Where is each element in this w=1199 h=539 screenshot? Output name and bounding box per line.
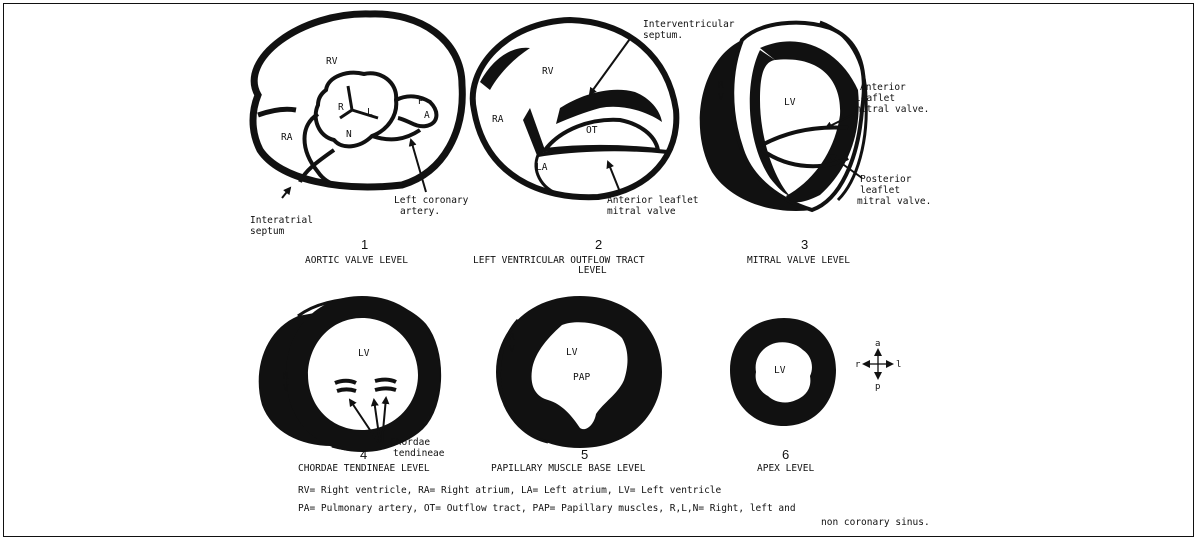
panel-3-mitral-valve: R V LV Anterior leaflet mitral valve. Po…	[700, 22, 932, 266]
panel-4-chordae-tendineae: R V LV Chordae tendineae 4 CHORDAE TENDI…	[259, 296, 445, 474]
p4-ann-ct-1: Chordae	[390, 437, 430, 448]
p3-ann-ant-3: mitral valve.	[855, 104, 929, 115]
p2-ann-ivs-1: Interventricular	[643, 19, 735, 30]
panel-1-aortic-valve: RV RA R L N P A Left coronary artery. In…	[250, 14, 469, 266]
orient-label-r: r	[855, 360, 861, 370]
p1-label-a: A	[424, 110, 430, 121]
p3-label-r: R	[718, 80, 724, 91]
p5-caption: PAPILLARY MUSCLE BASE LEVEL	[491, 463, 646, 474]
p1-rv-septum-line	[258, 109, 296, 115]
p1-ann-left-coronary-2: artery.	[400, 206, 440, 217]
p1-label-rv: RV	[326, 56, 338, 67]
p2-outflow-tract	[545, 120, 658, 150]
p1-ann-interatrial-1: Interatrial	[250, 215, 313, 226]
p3-label-v: V	[718, 92, 724, 103]
p1-ann-left-coronary-1: Left coronary	[394, 195, 469, 206]
p1-pulmonary-artery	[396, 96, 436, 126]
abbreviation-legend: RV= Right ventricle, RA= Right atrium, L…	[298, 485, 930, 528]
p2-septum-left-wedge	[523, 108, 545, 158]
p6-caption: APEX LEVEL	[757, 463, 814, 474]
p3-ann-post-3: mitral valve.	[857, 196, 931, 207]
legend-line-3: non coronary sinus.	[821, 517, 930, 528]
p1-ann-interatrial-2: septum	[250, 226, 285, 237]
p3-ann-ant-2: leaflet	[855, 93, 895, 104]
p4-label-r: R	[283, 371, 289, 382]
p2-label-ot: OT	[586, 125, 598, 136]
p2-label-ra: RA	[492, 114, 504, 125]
p1-aortic-root	[316, 73, 397, 147]
p4-label-lv: LV	[358, 348, 370, 359]
p1-caption: AORTIC VALVE LEVEL	[305, 255, 408, 266]
p3-ann-ant-1: Anterior	[860, 82, 906, 93]
p3-ann-post-1: Posterior	[860, 174, 912, 185]
p2-caption-2: LEVEL	[578, 265, 607, 276]
legend-line-2: PA= Pulmonary artery, OT= Outflow tract,…	[298, 503, 796, 514]
p1-label-p: P	[418, 96, 424, 107]
p4-lv-wall	[286, 296, 440, 452]
p1-arrow-interatrial	[282, 188, 290, 198]
p3-number: 3	[801, 237, 808, 252]
panel-6-apex: LV 6 APEX LEVEL	[730, 318, 836, 474]
p1-sinus-divider-b	[352, 110, 378, 118]
p1-label-r: R	[338, 102, 344, 113]
p5-label-pap: PAP	[573, 372, 590, 383]
p2-label-rv: RV	[542, 66, 554, 77]
p1-ra-wall	[305, 114, 341, 185]
orient-label-a: a	[875, 339, 880, 349]
p6-label-lv: LV	[774, 365, 786, 376]
p2-arrow-septum	[590, 36, 632, 94]
p4-chorda-4	[375, 389, 396, 391]
p5-label-lv: LV	[566, 347, 578, 358]
orient-label-p: p	[875, 382, 880, 392]
p4-chorda-3	[375, 380, 396, 382]
p1-number: 1	[361, 237, 368, 252]
panel-5-papillary-muscle: R V LV PAP 5 PAPILLARY MUSCLE BASE LEVEL	[491, 296, 662, 474]
p1-label-ra: RA	[281, 132, 293, 143]
orient-label-l: l	[896, 360, 901, 370]
p4-chorda-2	[337, 390, 356, 392]
p3-ann-post-2: leaflet	[860, 185, 900, 196]
p2-label-la: LA	[536, 162, 548, 173]
p2-number: 2	[595, 237, 602, 252]
p4-caption: CHORDAE TENDINEAE LEVEL	[298, 463, 430, 474]
p3-label-lv: LV	[784, 97, 796, 108]
p4-number: 4	[360, 447, 367, 462]
panel-2-outflow-tract: RV RA OT LA Interventricular septum. Ant…	[473, 19, 735, 276]
p5-label-v: V	[509, 344, 515, 355]
orientation-cross: a r l p	[855, 339, 901, 392]
p2-arrow-anterior-leaflet	[608, 162, 620, 192]
p4-ann-ct-2: tendineae	[393, 448, 445, 459]
p6-number: 6	[782, 447, 789, 462]
p5-label-r: R	[509, 332, 515, 343]
p1-label-n: N	[346, 129, 352, 140]
p1-label-l: L	[367, 107, 373, 118]
legend-line-1: RV= Right ventricle, RA= Right atrium, L…	[298, 485, 722, 496]
p2-caption-1: LEFT VENTRICULAR OUTFLOW TRACT	[473, 255, 645, 266]
p4-label-v: V	[283, 383, 289, 394]
p4-chorda-1	[335, 381, 356, 383]
p2-ann-aml-1: Anterior leaflet	[607, 195, 699, 206]
p2-ann-aml-2: mitral valve	[607, 206, 676, 217]
p3-caption: MITRAL VALVE LEVEL	[747, 255, 850, 266]
p5-number: 5	[581, 447, 588, 462]
p2-ann-ivs-2: septum.	[643, 30, 683, 41]
